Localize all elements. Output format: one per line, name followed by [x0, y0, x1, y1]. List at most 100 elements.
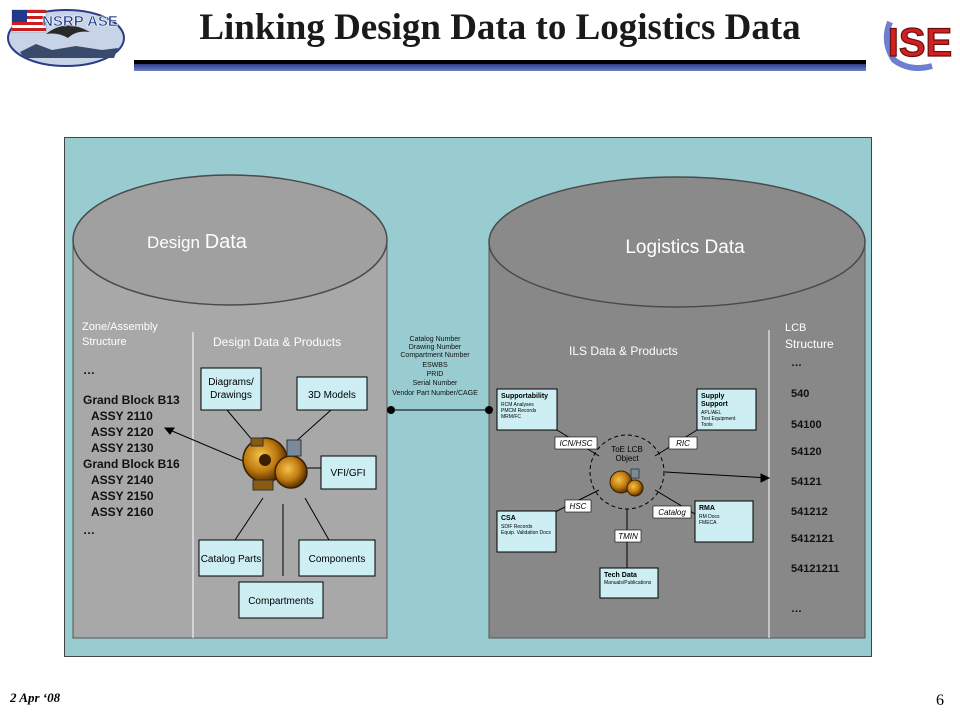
ric-label: RIC	[668, 436, 698, 450]
link-connector	[387, 406, 493, 414]
csa-box: CSA SDIF Records Equip. Validation Docs	[496, 510, 557, 553]
ship-silhouette-icon	[20, 44, 118, 58]
logistics-cylinder-top	[488, 176, 866, 308]
assembly-item: ASSY 2160	[91, 505, 154, 519]
icn-hsc-label: ICN/HSC	[554, 436, 598, 450]
eagle-icon	[46, 25, 90, 38]
svg-text:Catalog Parts: Catalog Parts	[201, 554, 262, 565]
lcb-item: …	[791, 357, 802, 369]
zone-label-line2: Structure	[82, 336, 127, 348]
svg-text:Tech Data: Tech Data	[604, 572, 637, 579]
svg-text:Catalog: Catalog	[658, 508, 686, 517]
assembly-item: …	[83, 523, 95, 537]
lcb-label-line2: Structure	[785, 337, 834, 351]
svg-text:Manuals/Publications: Manuals/Publications	[604, 580, 652, 586]
vfi-gfi-box: VFI/GFI	[320, 455, 377, 490]
svg-text:RMA: RMA	[699, 505, 715, 512]
svg-text:Supply: Supply	[701, 393, 724, 400]
swirl-icon	[883, 20, 933, 71]
pump-icon	[242, 437, 308, 491]
lcb-item: 54100	[791, 419, 822, 431]
assembly-item: ASSY 2130	[91, 441, 154, 455]
lcb-item: 54121211	[791, 563, 839, 575]
assembly-item: ASSY 2140	[91, 473, 154, 487]
svg-text:APL/AEL: APL/AEL	[701, 410, 722, 416]
footer-date: 2 Apr ‘08	[10, 690, 61, 705]
logo-left-text: NSRP ASE	[42, 13, 118, 30]
3d-models-box: 3D Models	[296, 376, 368, 411]
diagrams-drawings-box: Diagrams/ Drawings	[200, 367, 262, 411]
title-rule	[134, 60, 866, 64]
link-field: PRID	[427, 371, 444, 378]
svg-text:Tools: Tools	[701, 422, 713, 428]
svg-text:Equip. Validation Docs: Equip. Validation Docs	[501, 530, 551, 536]
logo-right-text: ISE	[888, 21, 952, 65]
lcb-item: …	[791, 603, 802, 615]
lcb-list: … 540 54100 54120 54121 541212 5412121 5…	[791, 357, 839, 615]
supportability-box: Supportability RCM Analyses PMCM Records…	[496, 388, 558, 431]
nsrp-ase-logo: NSRP ASE	[6, 4, 128, 68]
components-box: Components	[298, 539, 376, 577]
zone-label-line1: Zone/Assembly	[82, 321, 158, 333]
svg-text:Compartments: Compartments	[248, 596, 314, 607]
svg-text:Supportability: Supportability	[501, 393, 548, 400]
rma-box: RMA RM Docs FMECA	[694, 500, 754, 543]
link-field: Catalog Number	[410, 336, 462, 343]
lcb-item: 540	[791, 388, 809, 400]
title-rule-gradient	[134, 64, 866, 71]
svg-text:Drawings: Drawings	[210, 390, 252, 401]
diagram-canvas: Design Data Zone/Assembly Structure Desi…	[72, 174, 866, 639]
assembly-item: Grand Block B13	[83, 393, 180, 407]
assembly-item: ASSY 2150	[91, 489, 154, 503]
link-field: ESWBS	[422, 362, 448, 369]
ils-products-label: ILS Data & Products	[569, 344, 678, 358]
design-cylinder-title: Design Data	[147, 231, 248, 253]
lcb-label-line1: LCB	[785, 322, 806, 334]
svg-text:VFI/GFI: VFI/GFI	[331, 468, 366, 479]
assembly-item: …	[83, 363, 95, 377]
lcb-item: 5412121	[791, 533, 834, 545]
svg-text:CSA: CSA	[501, 515, 516, 522]
assembly-item: ASSY 2110	[91, 409, 153, 423]
svg-text:RCM Analyses: RCM Analyses	[501, 402, 534, 408]
design-products-label: Design Data & Products	[213, 335, 341, 349]
assembly-item: ASSY 2120	[91, 425, 154, 439]
svg-text:PMCM Records: PMCM Records	[501, 408, 537, 414]
hsc-label: HSC	[564, 499, 592, 513]
assembly-item: Grand Block B16	[83, 457, 180, 471]
link-field: Compartment Number	[400, 352, 470, 359]
catalog-label: Catalog	[652, 505, 692, 519]
svg-text:RIC: RIC	[676, 439, 690, 448]
pump-small-icon	[609, 468, 644, 497]
ise-logo: ISE	[880, 10, 956, 74]
svg-text:Test Equipment: Test Equipment	[701, 416, 736, 422]
lcb-object-label-1: ToE LCB	[611, 445, 643, 454]
svg-text:Diagrams/: Diagrams/	[208, 377, 254, 388]
page-title: Linking Design Data to Logistics Data	[199, 7, 801, 48]
supply-support-box: Supply Support APL/AEL Test Equipment To…	[696, 388, 757, 431]
compartments-box: Compartments	[238, 581, 324, 619]
lcb-object-label-2: Object	[615, 454, 639, 463]
svg-text:3D Models: 3D Models	[308, 390, 356, 401]
logistics-cylinder-title: Logistics Data	[625, 237, 745, 258]
lcb-item: 541212	[791, 506, 828, 518]
lcb-item: 54120	[791, 446, 822, 458]
design-data-cylinder: Design Data	[72, 174, 388, 639]
svg-text:Components: Components	[309, 554, 366, 565]
link-field: Serial Number	[413, 380, 458, 387]
svg-text:SDIF Records: SDIF Records	[501, 524, 533, 530]
svg-text:FMECA: FMECA	[699, 520, 717, 526]
svg-text:MRM/FC: MRM/FC	[501, 414, 521, 420]
svg-text:Support: Support	[701, 401, 728, 408]
svg-text:ICN/HSC: ICN/HSC	[560, 439, 593, 448]
us-flag-icon	[11, 9, 47, 33]
tech-data-box: Tech Data Manuals/Publications	[599, 567, 659, 599]
link-fields-list: Catalog Number Drawing Number Compartmen…	[392, 336, 478, 397]
tmin-label: TMIN	[614, 529, 642, 543]
svg-text:TMIN: TMIN	[618, 532, 638, 541]
lcb-item: 54121	[791, 476, 822, 488]
svg-text:RM Docs: RM Docs	[699, 514, 720, 520]
assembly-list: … Grand Block B13 ASSY 2110 ASSY 2120 AS…	[83, 363, 180, 537]
link-field: Drawing Number	[409, 344, 462, 351]
catalog-parts-box: Catalog Parts	[198, 539, 264, 577]
